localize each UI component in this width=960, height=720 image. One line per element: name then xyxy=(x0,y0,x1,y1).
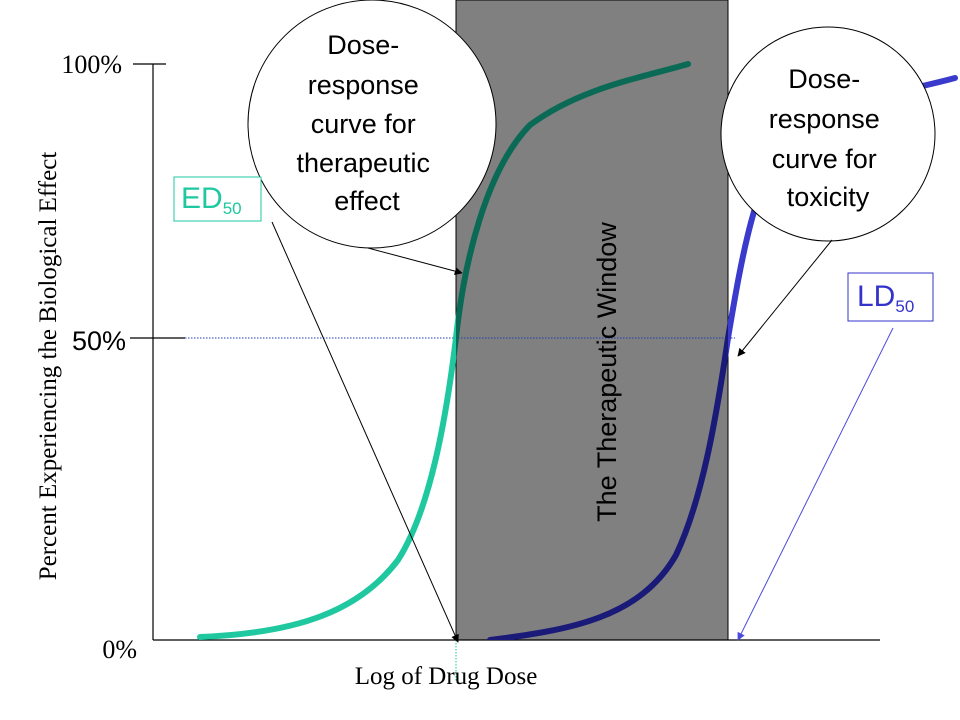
therapeutic-window-label: The Therapeutic Window xyxy=(592,222,622,522)
y-tick-label-bottom: 0% xyxy=(102,635,137,664)
ld50-label: LD50 xyxy=(857,280,914,316)
toxicity-callout-text: Dose- response curve for toxicity xyxy=(769,64,888,212)
therapeutic-curve-segment-outside xyxy=(197,313,456,640)
therapeutic-callout-line: response xyxy=(308,70,419,100)
y-tick-label-mid: 50% xyxy=(72,326,126,356)
toxicity-curve-segment-window xyxy=(487,320,728,640)
ld50-label-box xyxy=(847,272,934,322)
toxicity-callout-line: response xyxy=(769,104,880,134)
ed50-label: ED50 xyxy=(181,182,242,218)
therapeutic-callout-line: curve for xyxy=(311,109,416,139)
therapeutic-callout-circle xyxy=(247,0,497,249)
therapeutic-callout-text: Dose- response curve for therapeutic eff… xyxy=(296,30,437,216)
y-axis-label: Percent Experiencing the Biological Effe… xyxy=(35,152,62,581)
toxicity-callout-line: Dose- xyxy=(788,64,860,94)
therapeutic-curve xyxy=(197,61,691,640)
toxicity-callout-line: curve for xyxy=(772,144,877,174)
ld50-arrow xyxy=(737,327,894,641)
therapeutic-callout-line: Dose- xyxy=(327,30,399,60)
y-tick-label-top: 100% xyxy=(61,50,122,79)
therapeutic-curve-segment-window xyxy=(456,61,691,362)
toxicity-callout-circle xyxy=(720,26,936,242)
x-axis-label: Log of Drug Dose xyxy=(355,663,538,690)
toxicity-callout-line: toxicity xyxy=(787,182,870,212)
therapeutic-callout-line: effect xyxy=(334,186,400,216)
ed50-label-box xyxy=(173,176,262,222)
therapeutic-callout-arrow xyxy=(367,247,463,276)
therapeutic-callout-line: therapeutic xyxy=(296,148,430,178)
ed50-arrow xyxy=(271,221,459,643)
toxicity-callout-arrow xyxy=(737,239,833,357)
